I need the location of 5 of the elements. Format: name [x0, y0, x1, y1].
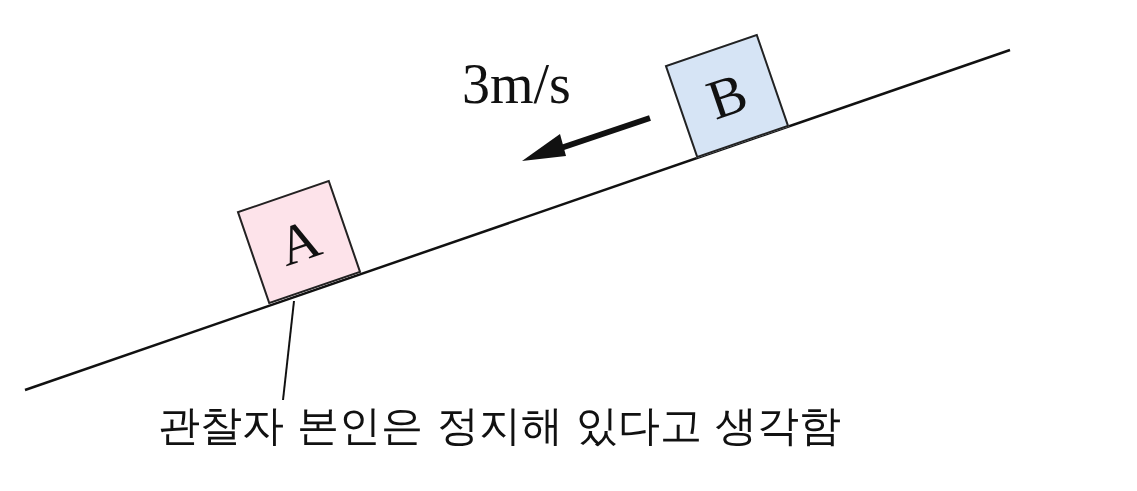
- leader-line: [282, 300, 295, 401]
- velocity-label: 3m/s: [462, 52, 571, 116]
- caption-text: 관찰자 본인은 정지해 있다고 생각함: [158, 398, 842, 454]
- block: A: [236, 179, 362, 305]
- block: B: [664, 33, 790, 159]
